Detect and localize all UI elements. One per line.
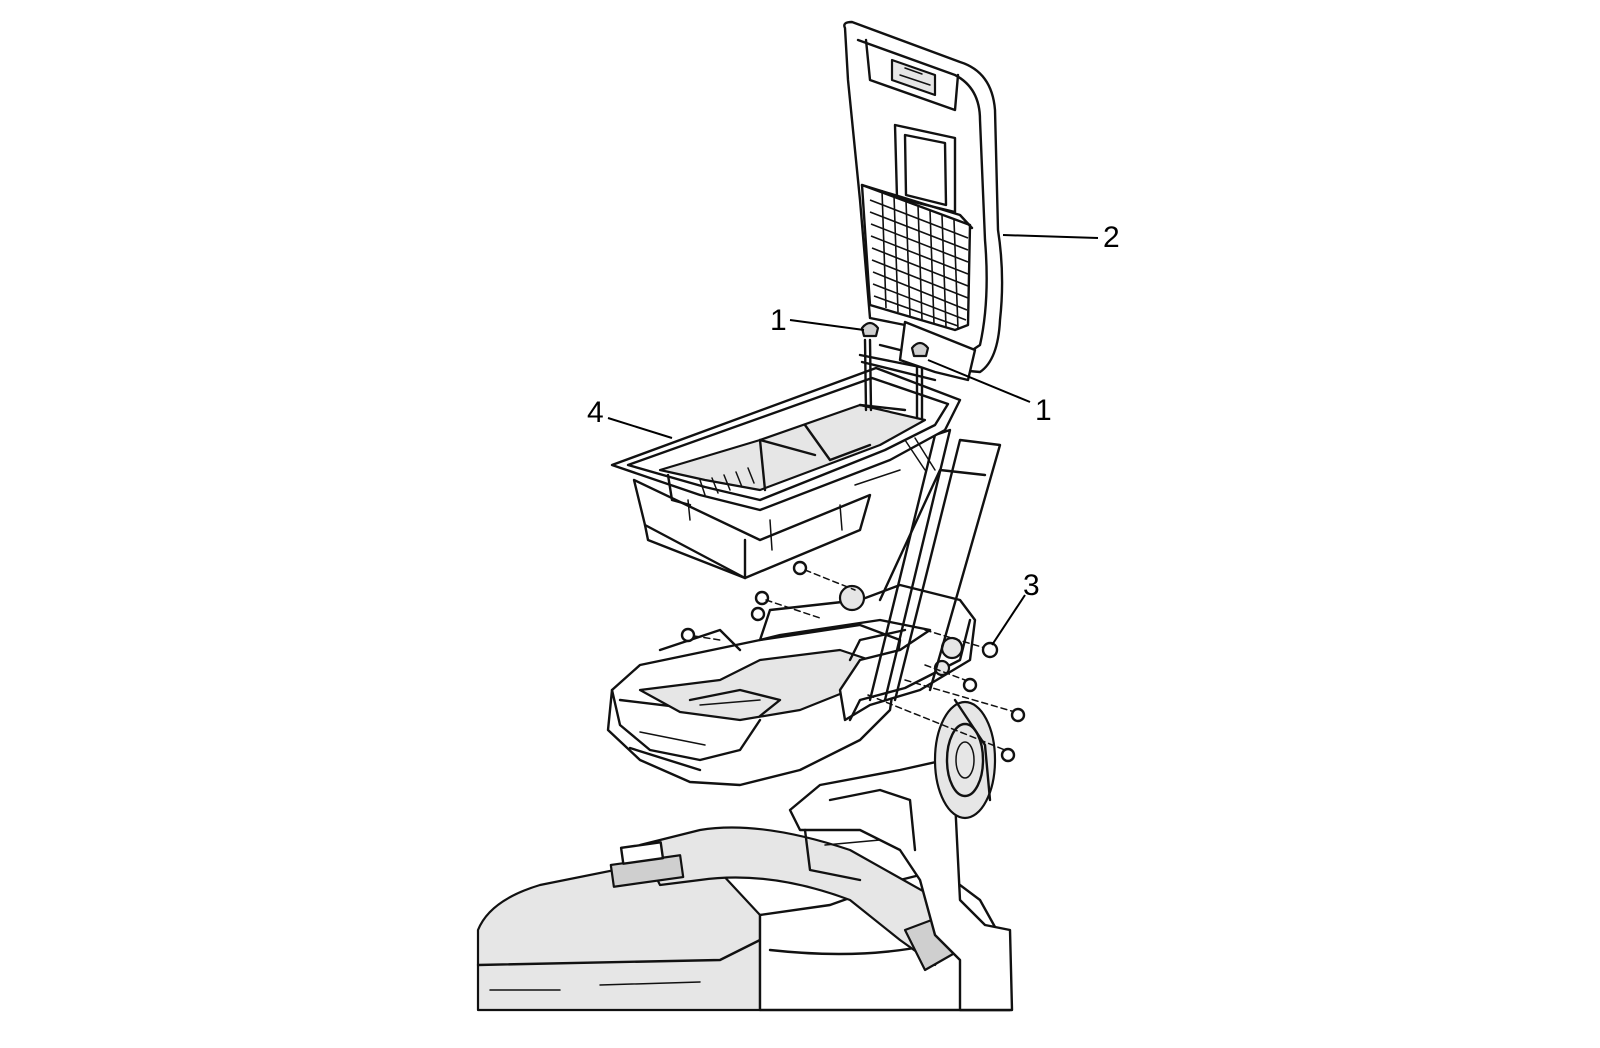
callout-leaders: [607, 234, 1099, 646]
fasteners: [680, 560, 1026, 763]
mesh-pocket: [869, 189, 969, 330]
callout-1-lower: 1: [1035, 394, 1052, 427]
callout-labels: 1 1 2 3 4: [587, 221, 1120, 602]
callout-2: 2: [1103, 221, 1120, 254]
console-floor-body: [788, 698, 1014, 1012]
lower-console-tray: [606, 623, 902, 787]
seat-belt: [609, 826, 962, 972]
bolt-icon: [1000, 747, 1016, 763]
bolt-icon: [962, 677, 978, 693]
screw-icon: [860, 321, 880, 338]
screw-icon: [910, 341, 930, 358]
bolt-icon: [1010, 707, 1026, 723]
storage-bin: [610, 338, 962, 580]
mounting-bracket: [758, 428, 1002, 722]
callout-4: 4: [587, 396, 604, 429]
bolt-icon: [981, 641, 999, 659]
callout-3: 3: [1023, 569, 1040, 602]
lid-screws: [860, 321, 930, 358]
console-lid: [843, 20, 1004, 382]
callout-1-upper: 1: [770, 304, 787, 337]
